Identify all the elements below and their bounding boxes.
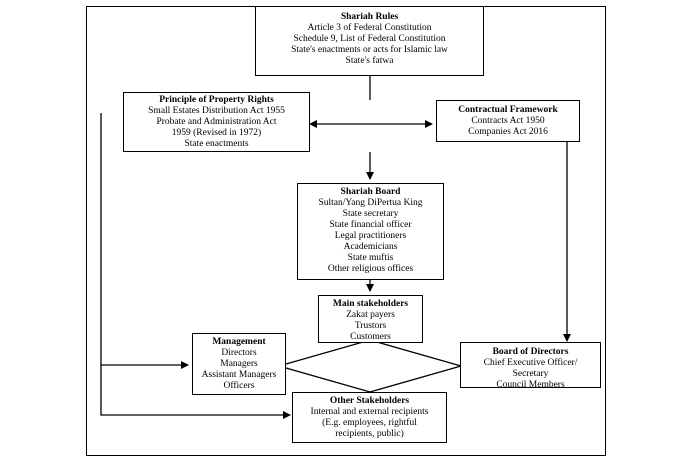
management-title: Management <box>212 337 266 347</box>
property-rights-box: Principle of Property Rights Small Estat… <box>123 92 310 152</box>
shariah-rules-box: Shariah Rules Article 3 of Federal Const… <box>255 6 484 76</box>
board-of-directors-line: Chief Executive Officer/ <box>483 358 578 368</box>
main-stakeholders-line: Customers <box>350 332 391 342</box>
other-stakeholders-title: Other Stakeholders <box>329 396 410 406</box>
shariah-board-line: Legal practitioners <box>334 231 407 241</box>
main-stakeholders-line: Trustors <box>354 321 387 331</box>
shariah-board-line: State secretary <box>342 209 399 219</box>
contractual-framework-title: Contractual Framework <box>458 105 558 115</box>
property-rights-title: Principle of Property Rights <box>159 95 274 105</box>
other-stakeholders-line: recipients, public) <box>335 429 404 439</box>
other-stakeholders-line: (E.g. employees, rightful <box>322 418 417 428</box>
contractual-framework-line: Companies Act 2016 <box>468 127 548 137</box>
shariah-board-line: State financial officer <box>329 220 412 230</box>
shariah-rules-line: State's fatwa <box>345 56 394 66</box>
shariah-board-line: State muftis <box>347 253 394 263</box>
other-stakeholders-line: Internal and external recipients <box>310 407 429 417</box>
board-of-directors-line: Council Members <box>496 380 565 390</box>
property-rights-line: 1959 (Revised in 1972) <box>171 128 262 138</box>
shariah-board-title: Shariah Board <box>340 187 401 197</box>
shariah-board-box: Shariah Board Sultan/Yang DiPertua King … <box>297 183 444 280</box>
property-rights-line: Small Estates Distribution Act 1955 <box>148 106 285 116</box>
board-of-directors-box: Board of Directors Chief Executive Offic… <box>460 342 601 390</box>
arrow-left-to-other-stakeholders <box>100 365 291 419</box>
shariah-board-line: Sultan/Yang DiPertua King <box>318 198 423 208</box>
contractual-framework-line: Contracts Act 1950 <box>471 116 545 126</box>
shariah-rules-line: State's enactments or acts for Islamic l… <box>291 45 448 55</box>
main-stakeholders-title: Main stakeholders <box>332 299 409 309</box>
shariah-rules-line: Article 3 of Federal Constitution <box>307 23 432 33</box>
main-stakeholders-box: Main stakeholders Zakat payers Trustors … <box>318 295 423 343</box>
shariah-rules-line: Schedule 9, List of Federal Constitution <box>293 34 446 44</box>
management-line: Directors <box>221 348 257 358</box>
management-line: Assistant Managers <box>201 370 277 380</box>
contractual-framework-box: Contractual Framework Contracts Act 1950… <box>436 100 580 142</box>
shariah-board-line: Other religious offices <box>327 264 414 274</box>
shariah-rules-title: Shariah Rules <box>340 12 399 22</box>
property-rights-line: State enactments <box>184 139 249 149</box>
shariah-board-line: Academicians <box>343 242 398 252</box>
management-line: Managers <box>220 359 258 369</box>
board-of-directors-line: Secretary <box>512 369 549 379</box>
management-line: Officers <box>223 381 255 391</box>
relationship-diamond <box>276 339 464 393</box>
main-stakeholders-line: Zakat payers <box>346 310 395 320</box>
management-box: Management Directors Managers Assistant … <box>192 333 286 395</box>
board-of-directors-title: Board of Directors <box>492 347 569 357</box>
property-rights-line: Probate and Administration Act <box>156 117 277 127</box>
other-stakeholders-box: Other Stakeholders Internal and external… <box>292 392 447 443</box>
